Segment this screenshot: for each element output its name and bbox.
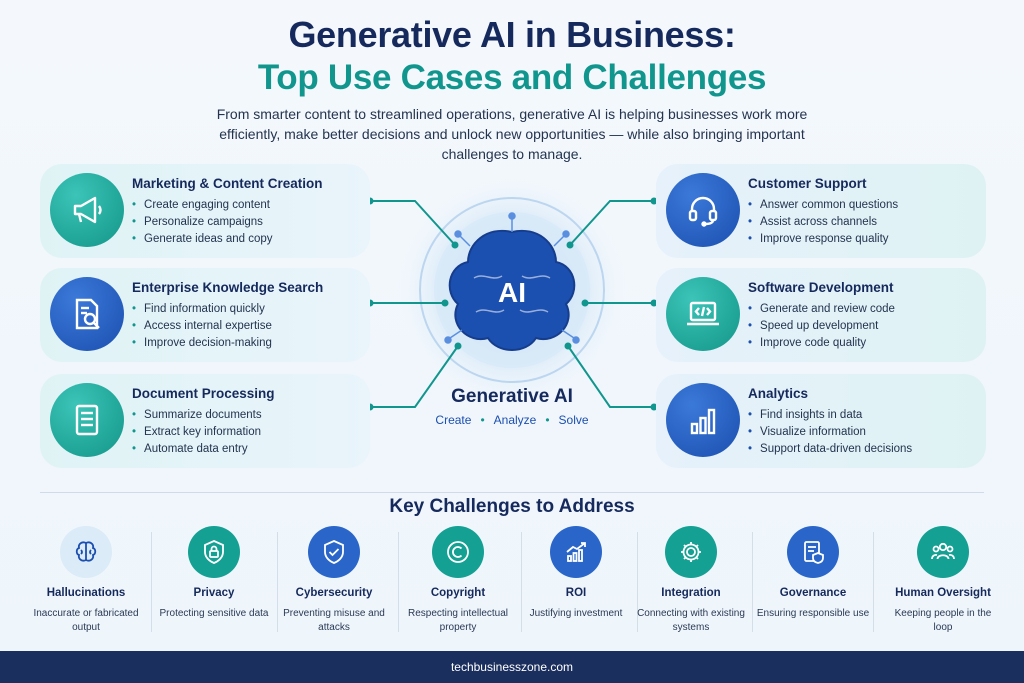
challenge-copyright: Copyright Respecting intellectual proper…	[399, 526, 517, 635]
gear-icon	[665, 526, 717, 578]
list-item: Improve response quality	[748, 231, 898, 248]
use-case-card-analytics: Analytics Find insights in data Visualiz…	[656, 374, 986, 468]
trend-chart-icon	[550, 526, 602, 578]
footer-url[interactable]: techbusinesszone.com	[0, 651, 1024, 683]
list-item: Speed up development	[748, 318, 895, 335]
challenge-name: Governance	[779, 587, 847, 599]
list-item: Personalize campaigns	[132, 214, 273, 231]
list-item: Visualize information	[748, 424, 912, 441]
page-title: Generative AI in Business:	[288, 14, 736, 55]
people-icon	[917, 526, 969, 578]
card-title: Analytics	[748, 386, 809, 401]
challenge-desc: Inaccurate or fabricated output	[33, 608, 139, 633]
challenge-name: Copyright	[430, 587, 486, 599]
use-case-card-software-development: Software Development Generate and review…	[656, 268, 986, 362]
challenges-title: Key Challenges to Address	[389, 496, 635, 517]
card-title: Customer Support	[748, 176, 867, 191]
card-title: Software Development	[748, 280, 894, 295]
intro-text: From smarter content to streamlined oper…	[216, 106, 808, 162]
challenge-name: Cybersecurity	[295, 587, 373, 599]
list-item: Create engaging content	[132, 197, 273, 214]
list-item: Assist across channels	[748, 214, 898, 231]
card-title: Enterprise Knowledge Search	[132, 280, 324, 295]
challenge-name: Integration	[661, 587, 721, 599]
shield-check-icon	[308, 526, 360, 578]
list-item: Find information quickly	[132, 301, 272, 318]
challenge-desc: Protecting sensitive data	[159, 608, 269, 619]
section-divider	[40, 492, 984, 493]
brain-icon	[60, 526, 112, 578]
copyright-icon	[432, 526, 484, 578]
document-search-icon	[50, 277, 124, 351]
challenge-integration: Integration Connecting with existing sys…	[632, 526, 750, 635]
headset-icon	[666, 173, 740, 247]
challenge-desc: Preventing misuse and attacks	[283, 608, 385, 633]
list-item: Automate data entry	[132, 441, 262, 458]
challenge-name: ROI	[565, 587, 587, 599]
document-icon	[50, 383, 124, 457]
challenge-privacy: Privacy Protecting sensitive data	[155, 526, 273, 621]
code-laptop-icon	[666, 277, 740, 351]
separator	[752, 532, 753, 632]
separator	[521, 532, 522, 632]
list-item: Support data-driven decisions	[748, 441, 912, 458]
use-case-card-customer-support: Customer Support Answer common questions…	[656, 164, 986, 258]
separator	[398, 532, 399, 632]
challenge-desc: Ensuring responsible use	[756, 608, 870, 619]
challenge-desc: Keeping people in the loop	[894, 608, 992, 633]
use-case-card-marketing: Marketing & Content Creation Create enga…	[40, 164, 370, 258]
challenge-desc: Justifying investment	[529, 608, 623, 619]
use-case-card-document-processing: Document Processing Summarize documents …	[40, 374, 370, 468]
list-item: Improve decision-making	[132, 335, 272, 352]
challenge-desc: Respecting intellectual property	[407, 608, 509, 633]
challenge-human-oversight: Human Oversight Keeping people in the lo…	[884, 526, 1002, 635]
challenge-hallucinations: Hallucinations Inaccurate or fabricated …	[27, 526, 145, 635]
card-title: Marketing & Content Creation	[132, 176, 323, 191]
bar-chart-icon	[666, 383, 740, 457]
center-tagline: Create•Analyze•Solve	[435, 413, 589, 427]
list-item: Generate and review code	[748, 301, 895, 318]
list-item: Summarize documents	[132, 407, 262, 424]
card-title: Document Processing	[132, 386, 275, 401]
list-item: Find insights in data	[748, 407, 912, 424]
ai-badge: AI	[498, 277, 526, 308]
ai-brain-icon: AI	[444, 212, 580, 351]
separator	[277, 532, 278, 632]
list-item: Extract key information	[132, 424, 262, 441]
use-case-card-knowledge-search: Enterprise Knowledge Search Find informa…	[40, 268, 370, 362]
challenge-name: Privacy	[193, 587, 235, 599]
challenge-governance: Governance Ensuring responsible use	[754, 526, 872, 621]
list-item: Answer common questions	[748, 197, 898, 214]
challenge-cybersecurity: Cybersecurity Preventing misuse and atta…	[275, 526, 393, 635]
challenge-roi: ROI Justifying investment	[517, 526, 635, 621]
list-item: Access internal expertise	[132, 318, 272, 335]
page-subtitle: Top Use Cases and Challenges	[257, 58, 767, 97]
center-label: Generative AI	[451, 386, 573, 407]
challenge-name: Human Oversight	[895, 587, 991, 599]
list-item: Improve code quality	[748, 335, 895, 352]
separator	[873, 532, 874, 632]
challenge-name: Hallucinations	[46, 587, 126, 599]
separator	[637, 532, 638, 632]
policy-document-icon	[787, 526, 839, 578]
list-item: Generate ideas and copy	[132, 231, 273, 248]
challenge-desc: Connecting with existing systems	[637, 608, 745, 633]
megaphone-icon	[50, 173, 124, 247]
lock-shield-icon	[188, 526, 240, 578]
separator	[151, 532, 152, 632]
